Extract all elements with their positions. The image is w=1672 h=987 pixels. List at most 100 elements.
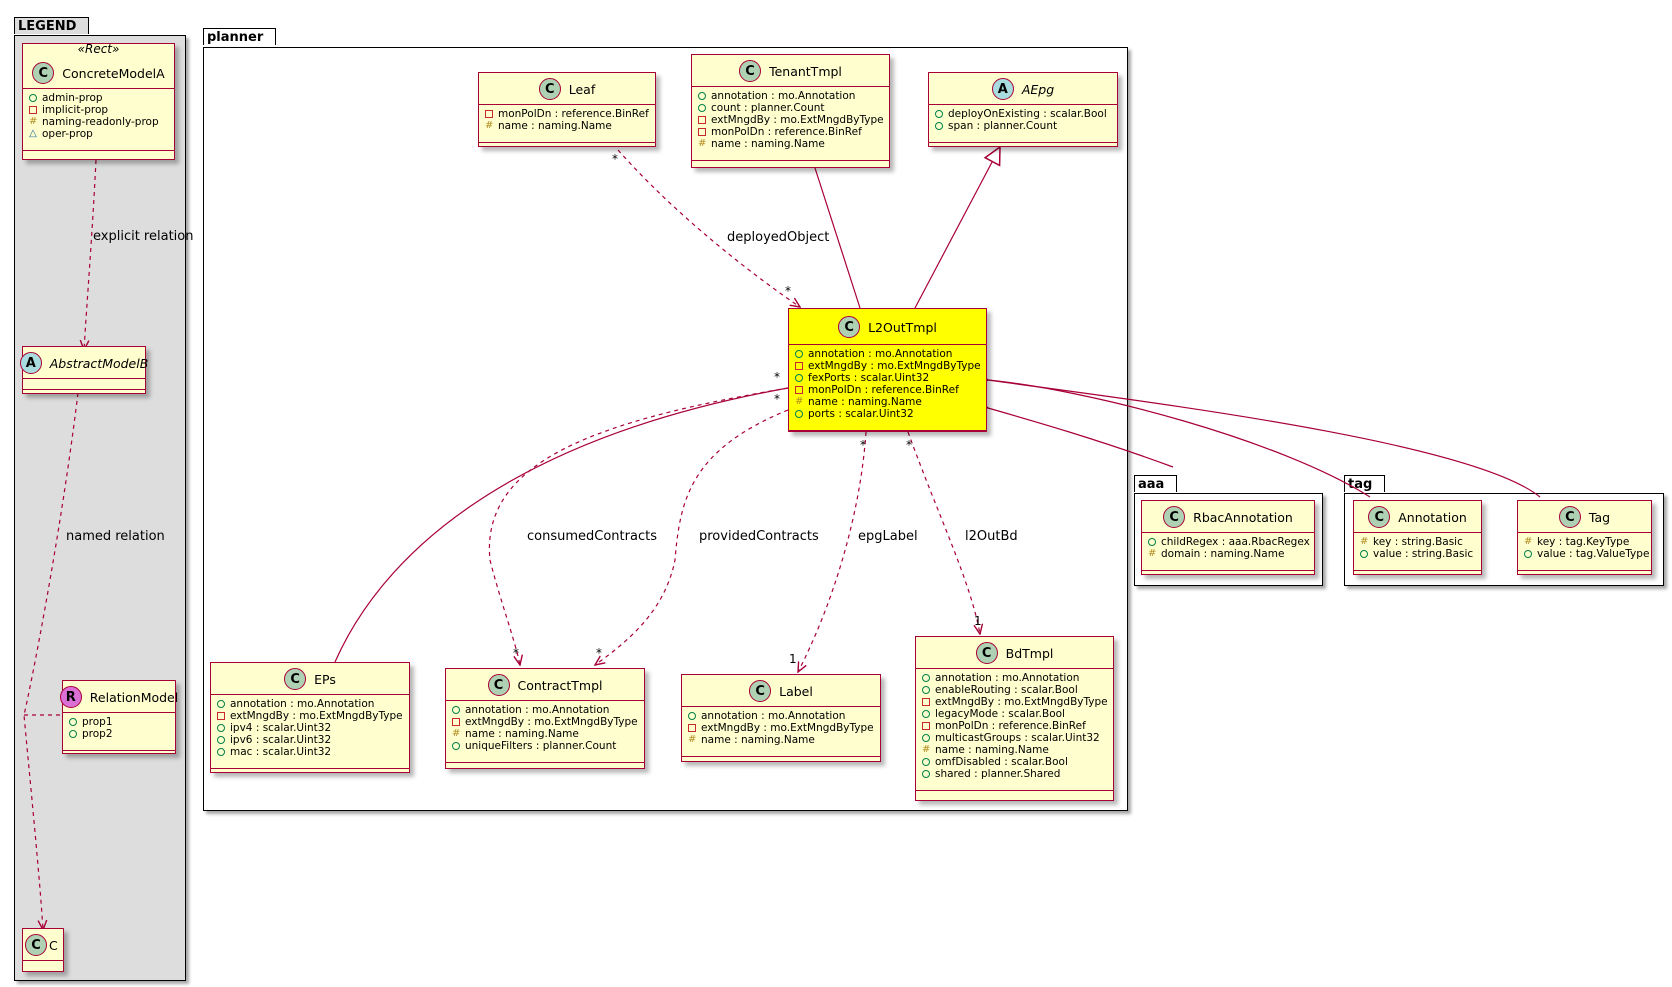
public-icon xyxy=(217,736,225,744)
contracttmpl-class: C ContractTmpl annotation : mo.Annotatio… xyxy=(445,668,645,769)
public-icon xyxy=(935,122,943,130)
property: name : naming.Name xyxy=(711,138,825,150)
multiplicity-star: * xyxy=(906,438,912,452)
property: extMngdBy : mo.ExtMngdByType xyxy=(465,716,638,728)
tag-class: C Tag #key : tag.KeyType value : tag.Val… xyxy=(1517,500,1652,575)
property: name : naming.Name xyxy=(498,120,612,132)
multiplicity-one: 1 xyxy=(789,652,797,666)
public-icon xyxy=(922,734,930,742)
public-icon xyxy=(922,710,930,718)
class-c-icon: C xyxy=(1368,506,1391,528)
property: name : naming.Name xyxy=(465,728,579,740)
class-name: Leaf xyxy=(568,81,596,97)
public-icon xyxy=(452,742,460,750)
l2outtmpl-class: C L2OutTmpl annotation : mo.Annotation e… xyxy=(788,308,987,432)
property: annotation : mo.Annotation xyxy=(711,90,856,102)
class-c-icon: C xyxy=(25,934,47,956)
property: annotation : mo.Annotation xyxy=(701,710,846,722)
class-name: ConcreteModelA xyxy=(62,65,165,81)
public-icon xyxy=(795,374,803,382)
rbacannotation-class: C RbacAnnotation childRegex : aaa.RbacRe… xyxy=(1141,500,1315,575)
class-name: C xyxy=(49,937,58,953)
deployed-object-label: deployedObject xyxy=(727,230,830,245)
property: monPolDn : reference.BinRef xyxy=(808,384,959,396)
private-icon xyxy=(698,116,706,124)
class-name: Annotation xyxy=(1398,509,1467,525)
class-c-icon: C xyxy=(1558,506,1581,528)
protected-icon: # xyxy=(1524,536,1533,547)
property: naming-readonly-prop xyxy=(42,116,159,128)
legend-explicit-relation-label: explicit relation xyxy=(93,229,194,244)
protected-icon: # xyxy=(452,728,461,739)
class-c-icon: C xyxy=(487,674,510,696)
private-icon xyxy=(795,386,803,394)
class-name: RelationModel xyxy=(89,689,179,705)
provided-contracts-label: providedContracts xyxy=(699,529,819,544)
provided-contracts-line xyxy=(595,409,789,665)
property: monPolDn : reference.BinRef xyxy=(498,108,649,120)
property: admin-prop xyxy=(42,92,103,104)
private-icon xyxy=(217,712,225,720)
property: ipv6 : scalar.Uint32 xyxy=(230,734,332,746)
property: name : naming.Name xyxy=(701,734,815,746)
protected-icon: # xyxy=(1360,536,1369,547)
label-class: C Label annotation : mo.Annotation extMn… xyxy=(681,674,881,762)
private-icon xyxy=(795,362,803,370)
property: annotation : mo.Annotation xyxy=(935,672,1080,684)
property: monPolDn : reference.BinRef xyxy=(711,126,862,138)
protected-icon: # xyxy=(485,120,494,131)
property: ipv4 : scalar.Uint32 xyxy=(230,722,332,734)
private-icon xyxy=(698,128,706,136)
class-name: AEpg xyxy=(1021,81,1055,97)
property: count : planner.Count xyxy=(711,102,825,114)
class-name: BdTmpl xyxy=(1005,645,1054,661)
eps-composition-line xyxy=(334,382,802,663)
public-icon xyxy=(922,674,930,682)
property: extMngdBy : mo.ExtMngdByType xyxy=(701,722,874,734)
multiplicity-star: * xyxy=(596,646,602,660)
private-icon xyxy=(29,106,37,114)
legend-package xyxy=(14,35,186,981)
leaf-class: C Leaf monPolDn : reference.BinRef #name… xyxy=(478,72,656,147)
property: prop1 xyxy=(82,716,113,728)
class-name: ContractTmpl xyxy=(517,677,603,693)
package-private-icon: △ xyxy=(29,128,37,139)
class-c-icon: C xyxy=(749,680,772,702)
class-name: AbstractModelB xyxy=(49,355,149,371)
property: multicastGroups : scalar.Uint32 xyxy=(935,732,1100,744)
class-a-icon: A xyxy=(991,78,1014,100)
bdtmpl-class: C BdTmpl annotation : mo.Annotation enab… xyxy=(915,636,1114,801)
public-icon xyxy=(698,92,706,100)
property: key : string.Basic xyxy=(1373,536,1463,548)
public-icon xyxy=(935,110,943,118)
property: annotation : mo.Annotation xyxy=(230,698,375,710)
property: name : naming.Name xyxy=(935,744,1049,756)
property: key : tag.KeyType xyxy=(1537,536,1630,548)
legend-explicit-relation-line xyxy=(84,159,97,350)
multiplicity-star: * xyxy=(785,284,791,298)
multiplicity-star: * xyxy=(612,152,618,166)
eps-class: C EPs annotation : mo.Annotation extMngd… xyxy=(210,662,410,773)
class-c-icon: C xyxy=(838,316,861,338)
property: extMngdBy : mo.ExtMngdByType xyxy=(935,696,1108,708)
public-icon xyxy=(698,104,706,112)
class-name: L2OutTmpl xyxy=(868,319,937,335)
private-icon xyxy=(922,698,930,706)
public-icon xyxy=(1360,550,1368,558)
tenanttmpl-composition-line xyxy=(808,155,861,309)
legend-named-relation-label: named relation xyxy=(66,529,165,544)
property: monPolDn : reference.BinRef xyxy=(935,720,1086,732)
l2out-bd-label: l2OutBd xyxy=(965,529,1018,544)
annotation-composition-line xyxy=(974,374,1371,498)
property: shared : planner.Shared xyxy=(935,768,1061,780)
l2out-bd-line xyxy=(907,431,980,634)
public-icon xyxy=(795,410,803,418)
class-name: RbacAnnotation xyxy=(1193,509,1293,525)
public-icon xyxy=(1148,538,1156,546)
legend-named-relation-line xyxy=(23,392,79,930)
class-a-icon: A xyxy=(19,352,42,374)
multiplicity-star: * xyxy=(513,646,519,660)
class-c-icon: C xyxy=(739,60,762,82)
public-icon xyxy=(452,706,460,714)
